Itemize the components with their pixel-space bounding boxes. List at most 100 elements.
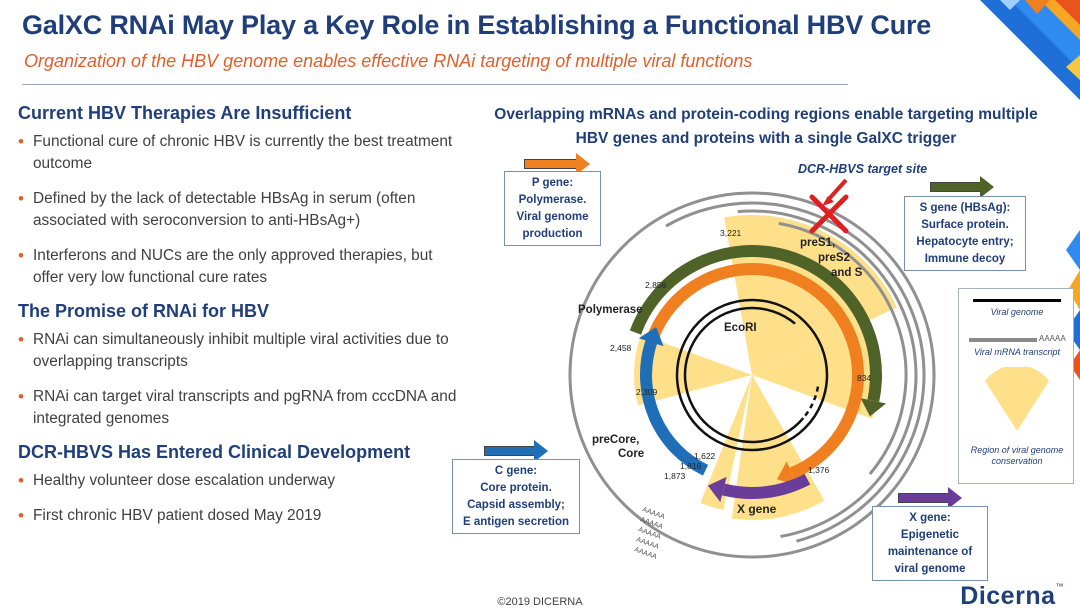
conservation-wedge bbox=[731, 375, 825, 520]
box-line: Hepatocyte entry; bbox=[916, 236, 1014, 248]
s-label: and S bbox=[831, 267, 863, 279]
logo-trademark: ™ bbox=[1055, 582, 1064, 591]
box-line: Immune decoy bbox=[924, 253, 1006, 265]
conservation-wedge bbox=[752, 320, 880, 419]
s-gene-arc bbox=[629, 245, 882, 403]
title-divider bbox=[22, 84, 848, 85]
polymerase-arrowhead bbox=[776, 461, 797, 486]
polya-tails: AAAAA AAAAA AAAAA AAAAA AAAAA bbox=[633, 506, 666, 561]
box-line: C gene: bbox=[494, 465, 538, 477]
box-line: P gene: bbox=[531, 177, 574, 189]
bullet-list-rnai: RNAi can simultaneously inhibit multiple… bbox=[18, 329, 458, 430]
legend-conservation-wedge bbox=[985, 367, 1049, 431]
p-gene-box: P gene: Polymerase. Viral genome product… bbox=[504, 171, 601, 246]
box-line: production bbox=[522, 228, 583, 240]
position-2309: 2,309 bbox=[636, 387, 658, 397]
genome-rings bbox=[568, 191, 936, 559]
polymerase-label: Polymerase bbox=[578, 304, 643, 316]
core-arc bbox=[640, 340, 709, 476]
box-line: Capsid assembly; bbox=[467, 499, 565, 511]
polya-label: AAAAA bbox=[637, 526, 662, 541]
legend-mrna-line bbox=[969, 338, 1037, 342]
genome-strand bbox=[683, 306, 805, 444]
left-column: Current HBV Therapies Are Insufficient F… bbox=[18, 103, 458, 540]
transcript-ring bbox=[568, 191, 936, 559]
x-gene-arc bbox=[722, 473, 811, 499]
edge-decoration bbox=[1066, 230, 1080, 380]
bullet-item: First chronic HBV patient dosed May 2019 bbox=[18, 505, 458, 527]
section-heading-rnai: The Promise of RNAi for HBV bbox=[18, 301, 270, 321]
x-gene-box: X gene: Epigenetic maintenance of viral … bbox=[872, 506, 988, 581]
target-site-marker bbox=[809, 178, 849, 234]
genome-strand bbox=[675, 298, 829, 452]
box-line: E antigen secretion bbox=[462, 516, 570, 528]
bullet-item: Interferons and NUCs are the only approv… bbox=[18, 245, 458, 289]
core-arrowhead bbox=[638, 327, 664, 347]
logo-text: Dicerna bbox=[960, 582, 1056, 610]
x-gene-arrowhead bbox=[707, 476, 727, 503]
box-line: viral genome bbox=[894, 563, 966, 575]
polya-label: AAAAA bbox=[639, 516, 664, 531]
legend-genome-line bbox=[973, 299, 1061, 302]
conservation-wedge bbox=[700, 375, 752, 510]
pres2-label: preS2 bbox=[818, 252, 850, 264]
p-gene-arrow bbox=[524, 153, 590, 175]
genome-strand-gap bbox=[803, 386, 820, 418]
section-heading-clinical: DCR-HBVS Has Entered Clinical Developmen… bbox=[18, 442, 411, 462]
polymerase-arc bbox=[640, 263, 864, 479]
ecori-label: EcoRI bbox=[724, 322, 757, 334]
legend-region-label: Region of viral genome conservation bbox=[970, 445, 1064, 466]
bullet-item: RNAi can target viral transcripts and pg… bbox=[18, 386, 458, 430]
bullet-item: Healthy volunteer dose escalation underw… bbox=[18, 470, 458, 492]
bullet-item: Functional cure of chronic HBV is curren… bbox=[18, 131, 458, 175]
corner-decoration bbox=[980, 0, 1080, 100]
conservation-wedge bbox=[634, 334, 752, 406]
x-gene-arrow bbox=[898, 487, 962, 509]
bullet-item: RNAi can simultaneously inhibit multiple… bbox=[18, 329, 458, 373]
gene-arcs bbox=[629, 245, 887, 503]
box-line: S gene (HBsAg): bbox=[919, 202, 1011, 214]
s-gene-arrowhead bbox=[860, 398, 887, 417]
target-site-label: DCR-HBVS target site bbox=[798, 162, 927, 176]
figure-title: Overlapping mRNAs and protein-coding reg… bbox=[494, 106, 1038, 147]
s-gene-box: S gene (HBsAg): Surface protein. Hepatoc… bbox=[904, 196, 1026, 271]
legend-polya: AAAAA bbox=[1039, 334, 1066, 343]
polya-label: AAAAA bbox=[641, 506, 666, 521]
bullet-item: Defined by the lack of detectable HBsAg … bbox=[18, 188, 458, 232]
c-gene-box: C gene: Core protein. Capsid assembly; E… bbox=[452, 459, 580, 534]
pres1-label: preS1, bbox=[800, 237, 835, 249]
position-2458: 2,458 bbox=[610, 343, 632, 353]
copyright: ©2019 DICERNA bbox=[497, 596, 583, 608]
conservation-wedge bbox=[724, 215, 898, 375]
conservation-regions bbox=[634, 215, 898, 520]
polya-label: AAAAA bbox=[635, 536, 660, 551]
position-1622: 1,622 bbox=[694, 451, 716, 461]
precore-label: preCore, bbox=[592, 434, 639, 446]
dicerna-logo: Dicerna™ bbox=[960, 582, 1064, 611]
page-title: GalXC RNAi May Play a Key Role in Establ… bbox=[22, 10, 932, 40]
transcript-ring bbox=[665, 201, 926, 543]
box-line: Polymerase. bbox=[518, 194, 587, 206]
diagram-legend: Viral genome AAAAA Viral mRNA transcript… bbox=[958, 288, 1074, 484]
box-line: Epigenetic bbox=[900, 529, 960, 541]
position-834: 834 bbox=[857, 373, 871, 383]
bullet-list-therapies: Functional cure of chronic HBV is curren… bbox=[18, 131, 458, 289]
transcript-ring bbox=[737, 209, 918, 538]
position-1376: 1,376 bbox=[808, 465, 830, 475]
s-gene-arrow bbox=[930, 176, 994, 198]
xgene-label: X gene bbox=[737, 502, 777, 516]
box-line: Surface protein. bbox=[921, 219, 1009, 231]
transcript-ring bbox=[778, 221, 908, 475]
legend-genome-label: Viral genome bbox=[990, 307, 1044, 317]
c-gene-arrow bbox=[484, 440, 548, 462]
box-line: Core protein. bbox=[480, 482, 552, 494]
section-heading-therapies: Current HBV Therapies Are Insufficient bbox=[18, 103, 352, 123]
position-2856: 2,856 bbox=[645, 280, 667, 290]
position-1816: 1,816 bbox=[680, 461, 702, 471]
polya-label: AAAAA bbox=[633, 546, 658, 561]
position-1873: 1,873 bbox=[664, 471, 686, 481]
page-subtitle: Organization of the HBV genome enables e… bbox=[24, 51, 753, 71]
core-label: Core bbox=[618, 448, 644, 460]
box-line: Viral genome bbox=[516, 211, 589, 223]
box-line: X gene: bbox=[909, 512, 951, 524]
